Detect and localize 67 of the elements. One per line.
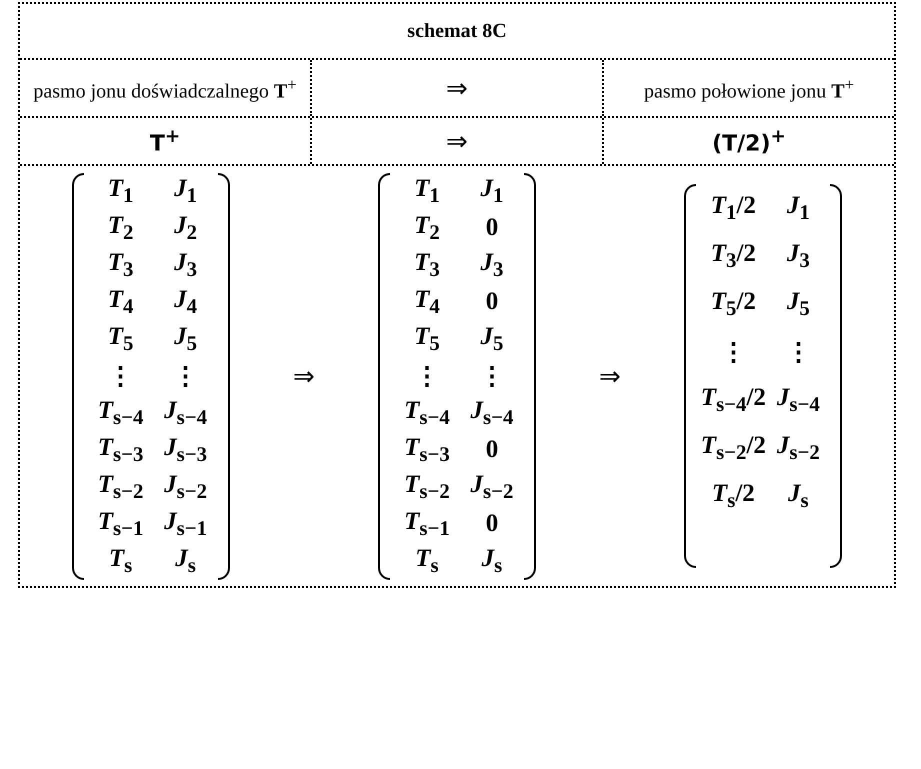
matrix-entry: J$_{3}$	[480, 248, 504, 282]
matrix-entry: T$_{s−4}$	[98, 396, 144, 430]
matrix-entry: J$_{1}$	[786, 192, 810, 224]
implies-arrow: ⇒	[292, 360, 315, 392]
matrix-entry: J$_{2}$	[174, 212, 198, 244]
matrix-entry: J$_{1}$	[480, 174, 504, 208]
table-header: T$^{+}$	[150, 126, 180, 156]
matrix-entry: J$_{s−1}$	[164, 508, 208, 540]
matrix-entry: ⋮	[479, 362, 504, 391]
matrix-entry: T$_{2}$	[414, 212, 440, 244]
matrix-entry: ⋮	[786, 338, 811, 367]
matrix-entry: T$_{4}$	[414, 286, 440, 318]
matrix-entry: J$_{5}$	[786, 288, 810, 320]
implies-arrow: ⇒	[446, 126, 468, 156]
implies-arrow: ⇒	[446, 72, 468, 104]
matrix-entry: J$_{s−2}$	[776, 432, 820, 464]
table-header: pasmo jonu doświadczalnego T$^{+}$	[33, 74, 297, 104]
matrix-entry: T$_{4}$	[108, 286, 134, 318]
matrix-entry: T$_{s}$	[415, 544, 439, 578]
matrix-entry: ⋮	[414, 362, 440, 391]
matrix-entry: J$_{s−4}$	[776, 384, 820, 416]
matrix-entry: T$_{s−1}$	[404, 508, 450, 540]
matrix-entry: T$_{3}$	[108, 248, 134, 282]
matrix-entry: J$_{s}$	[175, 544, 196, 578]
matrix-entry: J$_{4}$	[174, 286, 198, 318]
matrix-entry: J$_{s−4}$	[470, 396, 514, 430]
matrix-entry: J$_{1}$	[174, 174, 198, 208]
table-header: (T/2)$^{+}$	[712, 126, 786, 156]
matrix-entry: T$_{s−3}$	[98, 434, 144, 466]
matrix-entry: T$_{s−3}$	[404, 434, 450, 466]
matrix-entry: T$_{5}$	[108, 322, 134, 356]
matrix-entry: T$_{s−2}$/2	[700, 432, 766, 464]
implies-arrow: ⇒	[599, 360, 622, 392]
matrix-entry: J$_{3}$	[174, 248, 198, 282]
matrix-entry: J$_{s−3}$	[164, 434, 208, 466]
matrix-entry: ⋮	[108, 362, 134, 391]
matrix-entry: J$_{s−4}$	[164, 396, 208, 430]
table-title: schemat 8C	[407, 19, 507, 43]
matrix-entry: J$_{5}$	[480, 322, 504, 356]
matrix-entry: J$_{s−2}$	[470, 470, 514, 504]
matrix-entry: T$_{5}$/2	[710, 288, 756, 320]
matrix-entry: T$_{1}$/2	[710, 192, 756, 224]
matrix-entry: T$_{s}$/2	[712, 480, 755, 512]
matrix-entry: 0	[486, 288, 498, 316]
matrix-entry: T$_{2}$	[108, 212, 134, 244]
matrix-entry: T$_{s−2}$	[98, 470, 144, 504]
matrix-entry: T$_{3}$	[414, 248, 440, 282]
matrix-entry: J$_{s}$	[788, 480, 809, 512]
matrix-entry: T$_{1}$	[414, 174, 440, 208]
matrix-entry: T$_{s−1}$	[98, 508, 144, 540]
matrix-entry: T$_{s}$	[108, 544, 132, 578]
matrix-entry: T$_{1}$	[108, 174, 134, 208]
matrix-entry: T$_{s−2}$	[404, 470, 450, 504]
matrix-entry: T$_{s−4}$/2	[700, 384, 766, 416]
matrix-entry: J$_{s}$	[482, 544, 502, 578]
matrix-entry: J$_{s−2}$	[164, 470, 208, 504]
table-header: pasmo połowione jonu T$^{+}$	[644, 74, 854, 104]
matrix-entry: J$_{3}$	[786, 240, 810, 272]
matrix-entry: ⋮	[173, 362, 198, 391]
matrix-entry: J$_{5}$	[174, 322, 198, 356]
matrix-entry: 0	[486, 436, 498, 464]
matrix-entry: ⋮	[720, 338, 746, 367]
matrix-entry: T$_{3}$/2	[710, 240, 756, 272]
matrix-entry: 0	[486, 214, 498, 242]
matrix-entry: 0	[486, 510, 498, 538]
matrix-entry: T$_{s−4}$	[404, 396, 450, 430]
matrix-entry: T$_{5}$	[414, 322, 440, 356]
